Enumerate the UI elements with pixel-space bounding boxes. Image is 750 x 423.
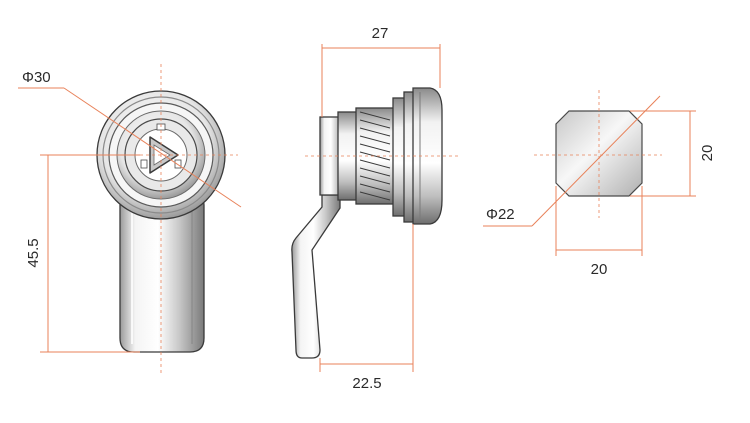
side-view [291, 44, 460, 372]
front-height-label: 45.5 [25, 238, 42, 267]
cutout-view [483, 90, 696, 256]
cutout-diameter-label: Φ22 [486, 206, 515, 223]
cutout-height-label: 20 [699, 145, 716, 162]
side-overall-label: 27 [372, 25, 389, 42]
side-nut [392, 97, 406, 217]
front-diameter-label: Φ30 [22, 69, 51, 86]
side-body-label: 22.5 [352, 375, 381, 392]
panel-cutout-shape [555, 110, 643, 197]
front-view [18, 64, 242, 375]
cutout-width-label: 20 [591, 261, 608, 278]
side-cam-arm [291, 194, 341, 359]
